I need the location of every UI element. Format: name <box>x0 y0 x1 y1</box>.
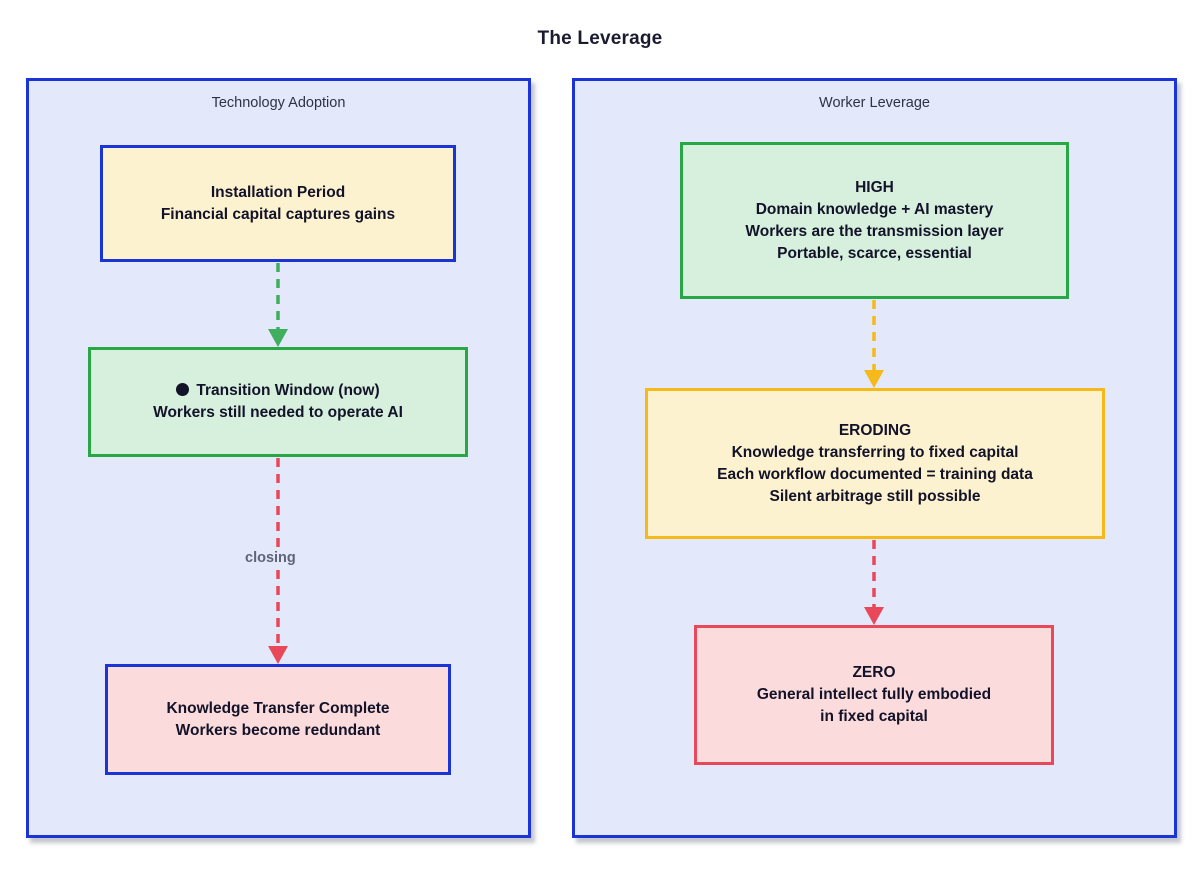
node-installation-period-line-1: Installation Period <box>210 183 346 201</box>
node-zero-leverage-line-3: in fixed capital <box>820 708 928 725</box>
node-transition-window-line-2: Workers still needed to operate AI <box>153 404 403 421</box>
node-high-leverage-line-2: Domain knowledge + AI mastery <box>755 200 994 218</box>
node-high-leverage[interactable]: HIGH Domain knowledge + AI mastery Worke… <box>680 142 1069 299</box>
node-high-leverage-line-4: Portable, scarce, essential <box>777 244 972 262</box>
node-knowledge-transfer-complete-line-1: Knowledge Transfer Complete <box>166 699 390 717</box>
node-knowledge-transfer-complete-line-2: Workers become redundant <box>175 721 381 739</box>
node-installation-period-line-2: Financial capital captures gains <box>160 205 396 223</box>
edge-label-closing: closing <box>240 549 301 567</box>
node-transition-window-line-1-wrap: Transition Window (now) <box>153 380 403 402</box>
node-installation-period[interactable]: Installation Period Financial capital ca… <box>100 145 456 262</box>
node-zero-leverage-line-2: General intellect fully embodied <box>756 686 992 703</box>
node-zero-leverage[interactable]: ZERO General intellect fully embodied in… <box>694 625 1054 765</box>
cluster-technology-adoption-title: Technology Adoption <box>211 95 346 111</box>
node-zero-leverage-line-1: ZERO <box>852 664 896 681</box>
node-transition-window[interactable]: Transition Window (now) Workers still ne… <box>88 347 468 457</box>
node-eroding-leverage-line-1: ERODING <box>838 421 912 439</box>
cluster-worker-leverage-title: Worker Leverage <box>819 95 930 111</box>
page-title: The Leverage <box>537 28 663 49</box>
node-transition-window-line-1: Transition Window (now) <box>196 382 380 399</box>
node-eroding-leverage-line-3: Each workflow documented = training data <box>717 465 1033 483</box>
node-high-leverage-line-1: HIGH <box>855 178 894 196</box>
node-eroding-leverage-line-4: Silent arbitrage still possible <box>769 487 981 505</box>
node-knowledge-transfer-complete[interactable]: Knowledge Transfer Complete Workers beco… <box>105 664 451 775</box>
filled-circle-icon <box>176 383 190 396</box>
node-eroding-leverage-line-2: Knowledge transferring to fixed capital <box>731 443 1019 461</box>
node-eroding-leverage[interactable]: ERODING Knowledge transferring to fixed … <box>645 388 1105 539</box>
node-high-leverage-line-3: Workers are the transmission layer <box>745 222 1004 240</box>
